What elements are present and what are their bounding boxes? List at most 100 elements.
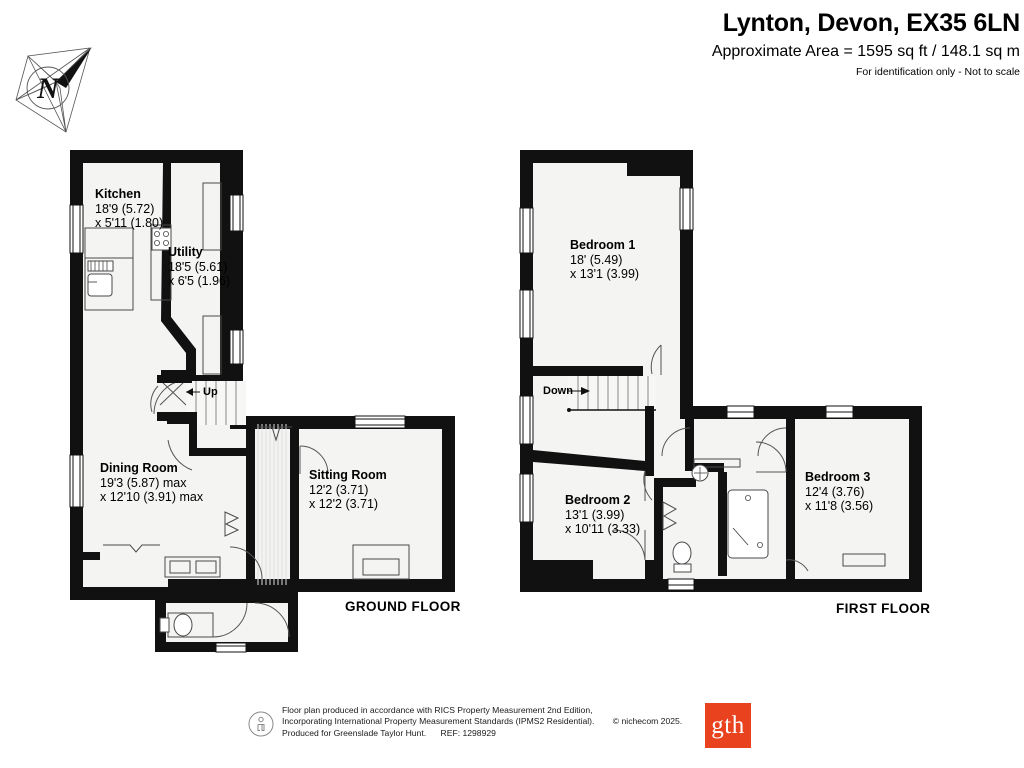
porch-threshold	[215, 642, 247, 653]
bathroom-wall-right	[718, 472, 727, 576]
compass-ring	[26, 66, 70, 110]
kitchen-door-swing	[153, 379, 189, 415]
room-label-bedroom-2: Bedroom 2 13'1 (3.99) x 10'11 (3.33)	[565, 493, 640, 537]
room-name-dining-room: Dining Room	[100, 461, 178, 475]
dining-hall-wall	[246, 416, 255, 592]
header: Lynton, Devon, EX35 6LN Approximate Area…	[380, 8, 1020, 79]
room-dim1-kitchen: 18'9 (5.72)	[95, 201, 155, 216]
utility-partition-wall	[220, 163, 230, 416]
room-dim2-utility: x 6'5 (1.96)	[168, 274, 231, 288]
first-window-group-left	[519, 207, 534, 523]
shower-hose	[732, 527, 749, 546]
landing-cupboard	[693, 458, 741, 468]
dining-wall-stub	[70, 552, 100, 560]
bedroom3-door-swing	[785, 559, 809, 572]
bedroom2-angled-wall	[533, 450, 645, 471]
dining-north-wall	[167, 416, 254, 456]
landing-wall-vertical	[645, 406, 654, 476]
room-label-bedroom-3: Bedroom 3 12'4 (3.76) x 11'8 (3.56)	[805, 470, 873, 514]
hall-front-door-swing	[229, 546, 263, 580]
approximate-area: Approximate Area = 1595 sq ft / 148.1 sq…	[711, 43, 1020, 60]
sitting-window-top	[354, 415, 406, 429]
basin-icon	[691, 464, 709, 482]
sitting-fireplace	[352, 544, 410, 580]
landing-door-swing-2	[757, 427, 787, 457]
bathroom-wall-inner-top	[654, 478, 696, 487]
hall-wall-b	[157, 412, 197, 421]
dining-alcove-line	[103, 544, 160, 553]
room-dim1-sitting-room: 12'2 (3.71)	[309, 482, 369, 497]
person-info-icon	[248, 711, 274, 737]
room-dim1-utility: 18'5 (5.61)	[168, 259, 228, 274]
room-name-kitchen: Kitchen	[95, 187, 141, 201]
footer-reference: REF: 1298929	[440, 727, 496, 738]
porch-door-swing-2	[254, 602, 290, 638]
room-label-sitting-room: Sitting Room 12'2 (3.71) x 12'2 (3.71)	[309, 468, 387, 512]
porch-interior	[166, 603, 288, 642]
room-label-dining-room: Dining Room 19'3 (5.87) max x 12'10 (3.9…	[100, 461, 203, 505]
ground-window-group-utility	[229, 194, 244, 365]
room-dim1-bedroom-3: 12'4 (3.76)	[805, 484, 865, 499]
footer-text: Floor plan produced in accordance with R…	[282, 705, 682, 739]
bathroom-wall-top	[694, 463, 724, 472]
room-dim2-dining-room: x 12'10 (3.91) max	[100, 490, 204, 504]
kitchen-unit-upper	[84, 227, 134, 259]
utility-units-bottom	[202, 315, 222, 375]
dining-chimney-breast	[224, 511, 240, 537]
bedroom1-south-wall	[533, 366, 643, 376]
ground-staircase	[150, 379, 246, 425]
footer: Floor plan produced in accordance with R…	[248, 705, 682, 739]
bath-plug-icon	[745, 494, 752, 501]
disclaimer-text: For identification only - Not to scale	[856, 66, 1020, 78]
room-name-sitting-room: Sitting Room	[309, 468, 387, 482]
sitting-hearth	[362, 558, 400, 576]
wc-area	[167, 612, 214, 638]
hall-recess	[258, 426, 292, 442]
bedroom2-stub-wall-right	[645, 560, 663, 579]
compass-north-label: N	[36, 72, 60, 105]
dining-hearth-left	[169, 560, 191, 574]
ground-stair-arrow-head	[186, 388, 193, 396]
utility-south-wall	[196, 375, 240, 384]
room-name-utility: Utility	[168, 245, 203, 259]
room-label-utility: Utility 18'5 (5.61) x 6'5 (1.96)	[168, 245, 230, 289]
bedroom1-notch	[627, 163, 680, 176]
room-label-bedroom-1: Bedroom 1 18' (5.49) x 13'1 (3.99)	[570, 238, 639, 282]
room-name-bedroom-3: Bedroom 3	[805, 470, 871, 484]
wc-cistern-icon	[159, 617, 170, 633]
compass-north-point	[56, 47, 92, 88]
utility-units-top	[202, 182, 222, 251]
toilet-icon	[672, 541, 692, 565]
bedroom3-wall-left	[786, 419, 795, 579]
page-title: Lynton, Devon, EX35 6LN	[722, 9, 1021, 37]
room-dim2-bedroom-3: x 11'8 (3.56)	[805, 499, 874, 513]
room-dim1-bedroom-1: 18' (5.49)	[570, 252, 623, 267]
first-stair-arrow-head	[581, 387, 590, 395]
bedroom2-stub-wall	[533, 560, 593, 579]
porch-door-swing-1	[212, 602, 248, 638]
room-dim1-bedroom-2: 13'1 (3.99)	[565, 507, 625, 522]
first-window-bedroom1-right	[679, 187, 694, 231]
room-dim2-bedroom-1: x 13'1 (3.99)	[570, 267, 640, 281]
kitchen-drainer-icon	[87, 260, 114, 272]
wc-toilet-icon	[173, 613, 193, 637]
footer-line-1: Floor plan produced in accordance with R…	[282, 705, 593, 715]
footer-line-3-row: Produced for Greenslade Taylor Hunt. REF…	[282, 728, 682, 739]
bedroom1-door-swing	[650, 344, 662, 375]
shower-head-icon	[757, 542, 764, 549]
bathroom-wall-inner-left	[654, 478, 663, 579]
bathroom-door-swing	[755, 441, 787, 473]
room-label-kitchen: Kitchen 18'9 (5.72) x 5'11 (1.80)	[95, 187, 163, 231]
hall-wall-a	[157, 375, 192, 383]
room-dim2-sitting-room: x 12'2 (3.71)	[309, 497, 379, 511]
dining-hearth-right	[195, 560, 217, 574]
compass-rose-icon: N	[15, 47, 92, 133]
stair-note-up: Up	[203, 386, 218, 398]
kitchen-hob-burners	[153, 230, 169, 246]
room-name-bedroom-1: Bedroom 1	[570, 238, 636, 252]
floor-caption-ground: GROUND FLOOR	[345, 599, 461, 614]
first-window-group-wing	[726, 405, 854, 419]
floor-caption-first: FIRST FLOOR	[836, 601, 931, 616]
bathroom-wall-left	[685, 419, 694, 471]
hall-sitting-wall	[290, 416, 299, 592]
